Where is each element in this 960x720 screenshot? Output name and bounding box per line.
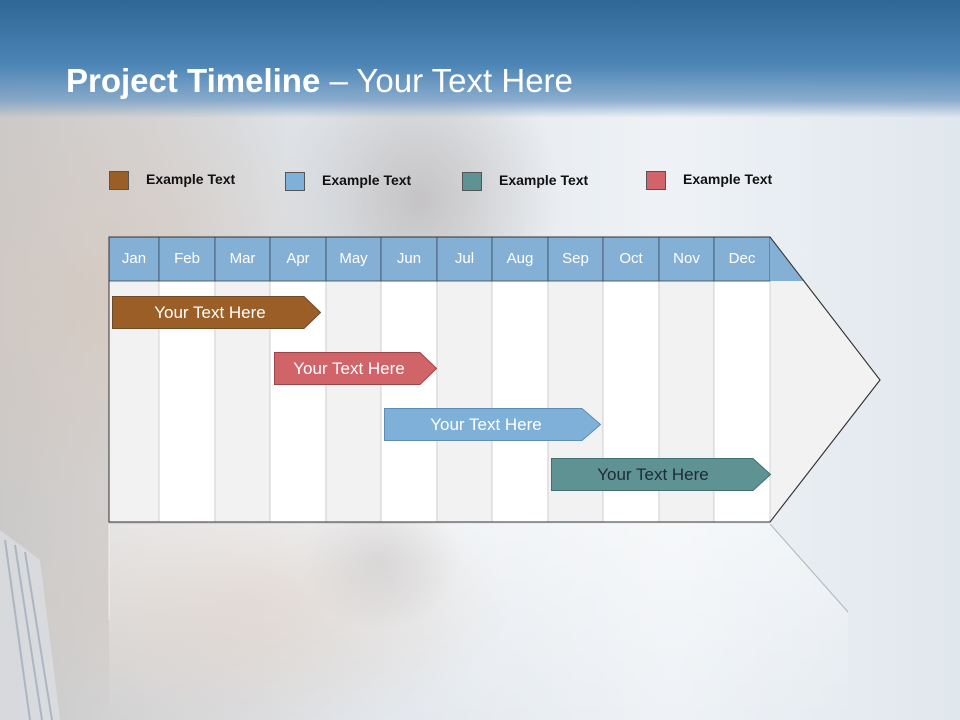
month-label-dec: Dec <box>728 250 756 267</box>
task-label-4: Your Text Here <box>597 465 709 484</box>
month-label-jun: Jun <box>396 250 422 267</box>
task-bar-2: Your Text Here <box>274 352 437 385</box>
month-label-sep: Sep <box>562 250 589 267</box>
month-label-apr: Apr <box>286 250 310 267</box>
month-header-cell-sep <box>547 236 604 282</box>
month-header-cell-oct <box>602 236 660 282</box>
task-label-2: Your Text Here <box>293 359 405 378</box>
task-arrow-3 <box>384 408 601 441</box>
task-bar-4: Your Text Here <box>551 458 771 491</box>
task-bar-3: Your Text Here <box>384 408 601 441</box>
slide-title: Project Timeline – Your Text Here <box>66 60 573 102</box>
legend-swatch-2 <box>285 172 305 191</box>
legend-label-1: Example Text <box>146 171 236 187</box>
month-column-jun <box>380 280 438 523</box>
month-column-jul <box>436 280 493 523</box>
month-label-jan: Jan <box>121 250 147 267</box>
title-bold: Project Timeline <box>66 62 321 99</box>
month-header-cell-jul <box>436 236 493 282</box>
month-label-oct: Oct <box>619 250 643 267</box>
task-bar-1: Your Text Here <box>112 296 321 329</box>
month-header-cell-aug <box>491 236 549 282</box>
month-header-cell-apr <box>269 236 327 282</box>
month-label-mar: Mar <box>229 250 256 267</box>
month-label-jul: Jul <box>454 250 475 267</box>
month-header-row <box>108 236 804 282</box>
task-arrow-4 <box>551 458 771 491</box>
month-column-aug <box>491 280 549 523</box>
month-column-may <box>325 280 382 523</box>
legend-label-2: Example Text <box>322 172 412 188</box>
month-label-aug: Aug <box>506 250 534 267</box>
task-label-3: Your Text Here <box>430 415 542 434</box>
title-band <box>0 0 960 118</box>
month-label-nov: Nov <box>673 250 700 267</box>
legend-swatch-1 <box>109 171 129 190</box>
legend-swatch-4 <box>646 171 666 190</box>
task-arrow-2 <box>274 352 437 385</box>
task-label-1: Your Text Here <box>154 303 266 322</box>
legend-swatch-3 <box>462 172 482 191</box>
legend-label-4: Example Text <box>683 171 773 187</box>
title-rest: – Your Text Here <box>320 62 573 99</box>
month-label-may: May <box>339 250 368 267</box>
month-label-feb: Feb <box>174 250 200 267</box>
legend-label-3: Example Text <box>499 172 589 188</box>
task-arrow-1 <box>112 296 321 329</box>
month-header-cell-jun <box>380 236 438 282</box>
timeline-reflection <box>108 523 849 720</box>
